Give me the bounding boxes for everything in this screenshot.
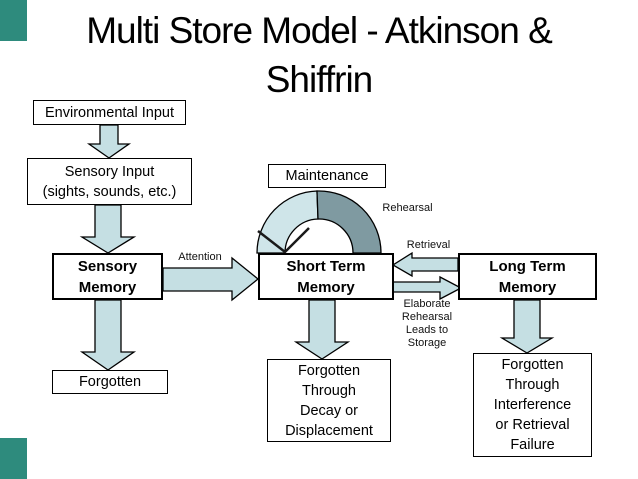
arrow-elaborate-rehearsal bbox=[392, 275, 463, 301]
arrow-ltm-to-forgotten-interference bbox=[499, 299, 555, 354]
attention-label: Attention bbox=[178, 251, 222, 263]
short-term-memory-box: Short Term Memory bbox=[258, 253, 394, 300]
arrow-stm-to-forgotten-decay bbox=[293, 299, 351, 360]
arrow-attention bbox=[162, 256, 260, 302]
rehearsal-loop-arc-light bbox=[256, 190, 319, 254]
environmental-input-box: Environmental Input bbox=[33, 100, 186, 125]
forgotten-decay-box: Forgotten Through Decay or Displacement bbox=[267, 359, 391, 442]
sensory-memory-box: Sensory Memory bbox=[52, 253, 163, 300]
sensory-input-box: Sensory Input (sights, sounds, etc.) bbox=[27, 158, 192, 205]
rehearsal-loop-arc-dark bbox=[316, 190, 382, 254]
corner-accent-bottom-left bbox=[0, 438, 27, 479]
long-term-memory-box: Long Term Memory bbox=[458, 253, 597, 300]
arrow-retrieval bbox=[391, 251, 459, 278]
arrow-sensory-memory-to-forgotten bbox=[79, 299, 137, 371]
forgotten-box: Forgotten bbox=[52, 370, 168, 394]
rehearsal-loop-arrowhead-icon bbox=[257, 227, 310, 254]
retrieval-label: Retrieval bbox=[406, 239, 451, 251]
arrow-env-to-sensory-input bbox=[86, 124, 132, 159]
corner-accent-top-left bbox=[0, 0, 27, 41]
maintenance-box: Maintenance bbox=[268, 164, 386, 188]
arrow-sensory-input-to-sensory-memory bbox=[79, 204, 137, 254]
slide-title: Multi Store Model - Atkinson & Shiffrin bbox=[86, 10, 553, 100]
rehearsal-label: Rehearsal bbox=[382, 202, 433, 214]
forgotten-interference-box: Forgotten Through Interference or Retrie… bbox=[473, 353, 592, 457]
elaborate-rehearsal-label: Elaborate Rehearsal Leads to Storage bbox=[401, 298, 453, 349]
